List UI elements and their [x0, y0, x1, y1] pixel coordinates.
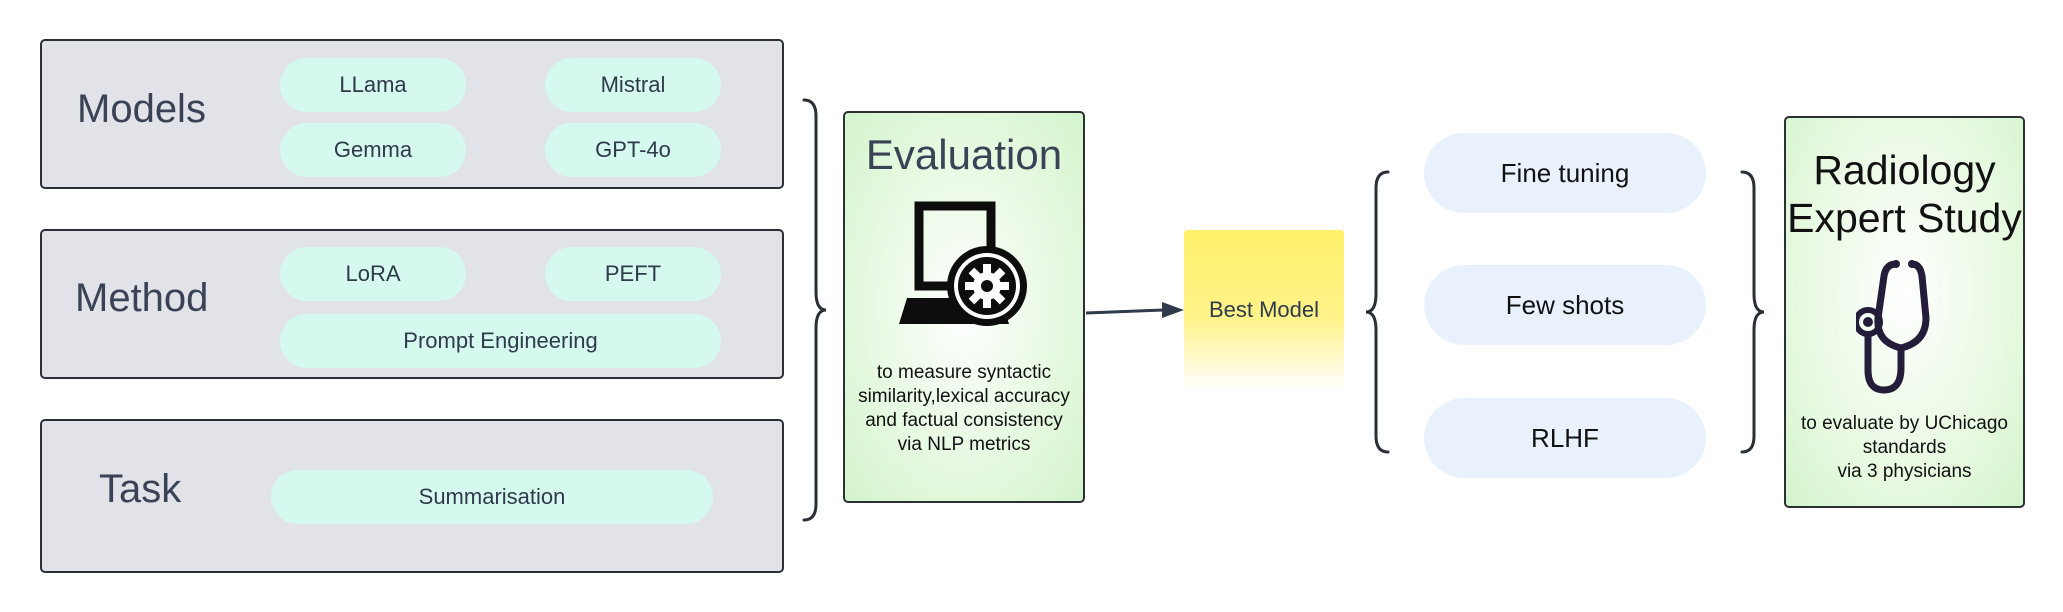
- method-panel: Method LoRA PEFT Prompt Engineering: [40, 229, 784, 379]
- approach-few-shots: Few shots: [1424, 265, 1706, 345]
- method-pill-lora: LoRA: [280, 247, 466, 301]
- task-pill-summarisation: Summarisation: [271, 470, 713, 524]
- expert-study-description: to evaluate by UChicago standards via 3 …: [1786, 412, 2023, 484]
- expert-title-line: Expert Study: [1787, 195, 2022, 241]
- model-pill-mistral: Mistral: [545, 58, 721, 112]
- model-pill-gpt4o: GPT-4o: [545, 123, 721, 177]
- expert-study-title: Radiology Expert Study: [1786, 146, 2023, 242]
- evaluation-box: Evaluation to measure syntactic similari…: [843, 111, 1085, 503]
- task-panel: Task Summarisation: [40, 419, 784, 573]
- group-brace-left: [802, 98, 827, 522]
- method-pill-prompt-engineering: Prompt Engineering: [280, 314, 721, 368]
- arrow-to-best-model: [1085, 302, 1184, 318]
- expert-title-line: Radiology: [1813, 147, 1996, 193]
- approach-brace-right: [1740, 170, 1765, 454]
- task-title: Task: [99, 467, 182, 511]
- models-title: Models: [77, 87, 206, 131]
- evaluation-desc-line: and factual consistency: [865, 410, 1063, 431]
- stethoscope-icon: [1856, 260, 1930, 394]
- evaluation-desc-line: similarity,lexical accuracy: [858, 386, 1070, 407]
- models-panel: Models LLama Mistral Gemma GPT-4o: [40, 39, 784, 189]
- method-title: Method: [75, 276, 209, 320]
- expert-desc-line: standards: [1862, 437, 1947, 458]
- approach-fine-tuning: Fine tuning: [1424, 133, 1706, 213]
- expert-study-box: Radiology Expert Study to evaluate by UC…: [1784, 116, 2025, 508]
- evaluation-description: to measure syntactic similarity,lexical …: [845, 361, 1083, 457]
- expert-desc-line: via 3 physicians: [1837, 461, 1972, 482]
- expert-desc-line: to evaluate by UChicago: [1800, 413, 2008, 434]
- model-pill-llama: LLama: [280, 58, 466, 112]
- approach-brace-left: [1365, 170, 1390, 454]
- method-pill-peft: PEFT: [545, 247, 721, 301]
- approach-rlhf: RLHF: [1424, 398, 1706, 478]
- evaluation-desc-line: via NLP metrics: [897, 434, 1031, 455]
- evaluation-desc-line: to measure syntactic: [876, 362, 1052, 383]
- model-pill-gemma: Gemma: [280, 123, 466, 177]
- best-model-box: Best Model: [1184, 230, 1344, 390]
- evaluation-title: Evaluation: [865, 131, 1063, 178]
- laptop-gear-icon: [899, 201, 1027, 326]
